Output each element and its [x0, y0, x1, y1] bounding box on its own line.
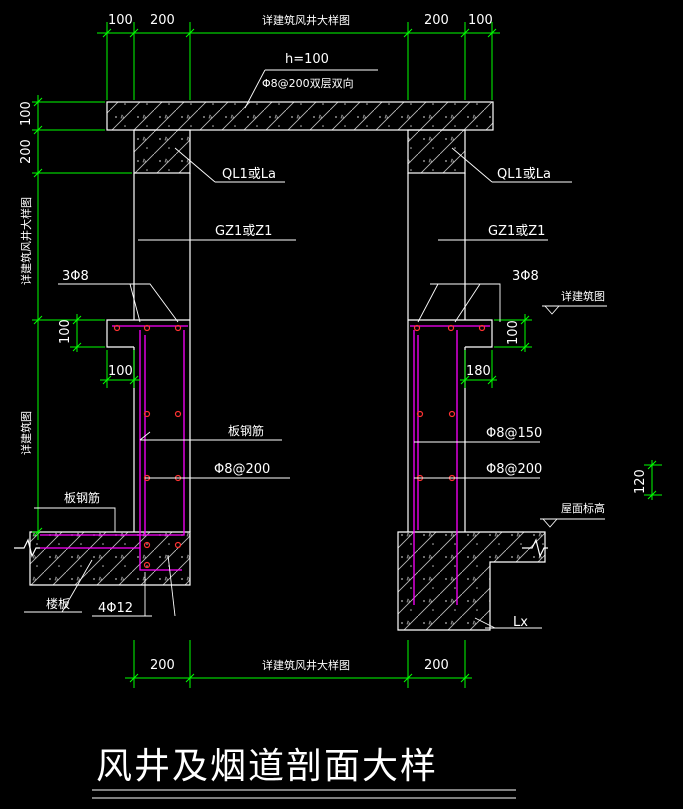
bars-3phi8-left: 3Φ8	[62, 269, 89, 284]
ledge-right	[465, 319, 493, 348]
dim-top-100-left: 100	[108, 13, 133, 28]
dim-left-100: 100	[19, 101, 34, 126]
dim-left-ledge-100: 100	[58, 319, 73, 344]
dim-left-detail: 详建筑风井大样图	[19, 197, 33, 285]
leader-lines	[24, 69, 607, 799]
ql-right-label: QL1或La	[497, 167, 551, 182]
ql-left-label: QL1或La	[222, 167, 276, 182]
lx-label: Lx	[513, 615, 528, 630]
dim-top-100-right: 100	[468, 13, 493, 28]
gz-left-label: GZ1或Z1	[215, 224, 272, 239]
jianzhu-right-label: 详建筑图	[561, 289, 605, 303]
dim-top-detail: 详建筑风井大样图	[262, 13, 350, 27]
slab-bar-left-label: 板钢筋	[64, 490, 100, 505]
dim-left-200: 200	[19, 139, 34, 164]
floor-slab-left	[29, 531, 191, 586]
bars-4phi12-label: 4Φ12	[98, 601, 133, 616]
dimension-texts: 100 200 详建筑风井大样图 200 100 200 详建筑风井大样图 20…	[19, 13, 648, 673]
dim-bottom-200-left: 200	[150, 658, 175, 673]
floor-slab-right	[397, 531, 546, 631]
dim-right-100: 100	[506, 320, 521, 345]
phi8-150-right-label: Φ8@150	[486, 426, 542, 441]
rebar-lines	[40, 325, 490, 605]
dim-bottom-200-right: 200	[424, 658, 449, 673]
floor-slab-label: 楼板	[46, 596, 70, 611]
dim-left-jianzhu: 详建筑图	[19, 411, 33, 455]
dim-top-200-left: 200	[150, 13, 175, 28]
annotation-texts: h=100 Φ8@200双层双向 QL1或La QL1或La GZ1或Z1 GZ…	[46, 52, 605, 630]
drawing-title: 风井及烟道剖面大样	[96, 746, 438, 787]
dim-ledge-left-100: 100	[108, 364, 133, 379]
dim-ledge-right-180: 180	[466, 364, 491, 379]
dim-top-200-right: 200	[424, 13, 449, 28]
roof-level-label: 屋面标高	[561, 501, 605, 515]
ring-beam-left	[133, 129, 191, 174]
phi8-200-left-label: Φ8@200	[214, 462, 270, 477]
gz-right-label: GZ1或Z1	[488, 224, 545, 239]
dim-right-120: 120	[633, 469, 648, 494]
ledge-left	[106, 319, 134, 348]
roof-slab	[106, 101, 494, 131]
rebar-dots	[113, 324, 486, 569]
dimension-lines	[32, 22, 662, 688]
slab-rebar-label: Φ8@200双层双向	[262, 76, 354, 90]
phi8-200-right-label: Φ8@200	[486, 462, 542, 477]
bars-3phi8-right: 3Φ8	[512, 269, 539, 284]
dim-bottom-detail: 详建筑风井大样图	[262, 658, 350, 672]
slab-thickness-label: h=100	[285, 52, 329, 67]
slab-bar-center-label: 板钢筋	[228, 423, 264, 438]
